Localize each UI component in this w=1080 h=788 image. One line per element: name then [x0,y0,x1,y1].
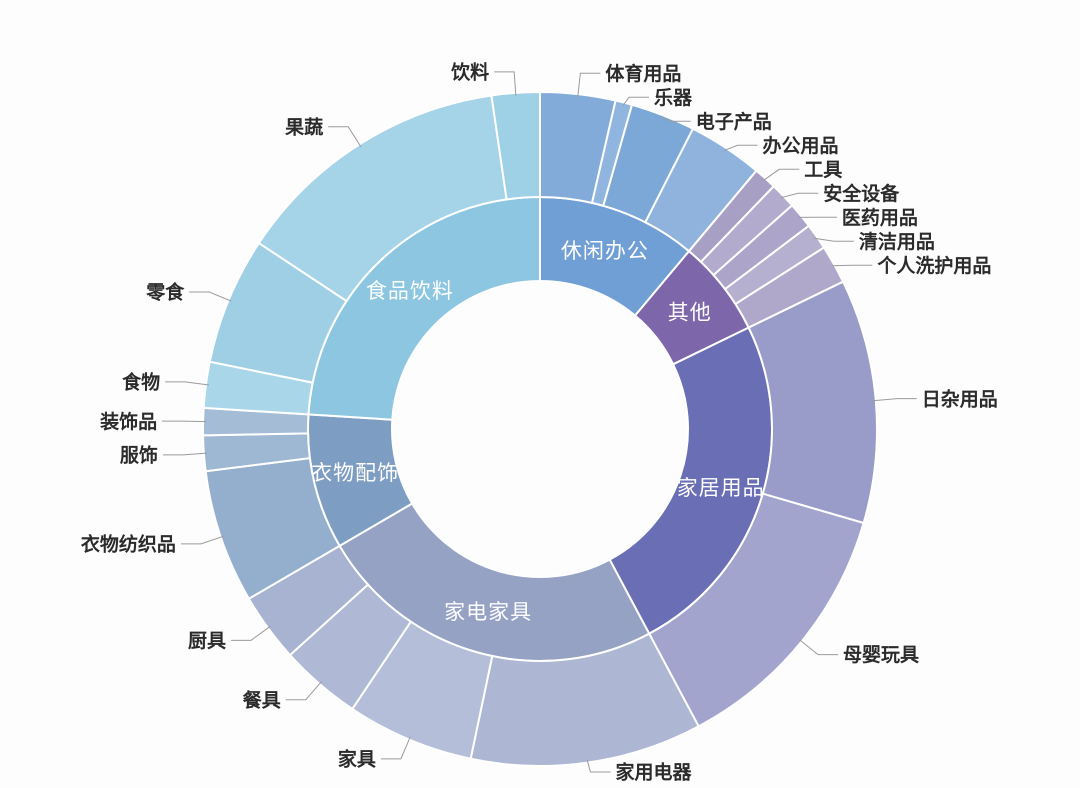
label-leader-line [162,452,207,456]
outer-segment-label: 个人洗护用品 [876,254,991,277]
label-leader-line [180,535,224,545]
label-leader-line [231,625,271,641]
outer-segment-label: 清洁用品 [859,230,935,253]
label-leader-line [328,126,362,148]
outer-segment-label: 电子产品 [696,110,772,133]
label-leader-line [494,71,517,96]
outer-segment-label: 工具 [804,159,842,181]
label-leader-line [162,420,207,423]
outer-segment-label: 家具 [338,748,376,771]
outer-segment-label: 日杂用品 [922,388,998,410]
label-leader-line [165,381,209,386]
outer-segment-label: 厨具 [188,630,226,652]
outer-segment-label: 食物 [122,371,160,394]
label-leader-line [814,237,854,242]
outer-segment-label: 装饰品 [99,410,157,433]
outer-segment-label: 体育用品 [605,62,681,85]
outer-segment-label: 饮料 [450,61,489,84]
label-leader-line [724,144,758,151]
inner-segment-label: 食品饮料 [366,279,454,303]
outer-segment-label: 零食 [145,281,185,304]
label-leader-line [586,759,611,773]
outer-segment-label: 安全设备 [823,182,900,205]
label-leader-line [380,736,411,760]
outer-segment-label: 餐具 [243,688,281,711]
inner-segment-label: 休闲办公 [561,239,649,263]
inner-segment-label: 家电家具 [444,600,532,624]
label-leader-line [577,72,601,98]
outer-segment-label: 衣物纺织品 [81,533,176,556]
label-leader-line [661,117,691,122]
outer-segment-label: 家用电器 [615,761,692,784]
label-leader-line [622,96,650,106]
inner-segment-label: 衣物配饰 [311,461,399,485]
label-leader-line [799,639,838,656]
label-leader-line [189,291,232,302]
inner-segment-label: 家居用品 [677,476,765,500]
label-leader-line [831,264,873,267]
label-leader-line [285,681,322,701]
inner-segment-label: 其他 [668,300,712,324]
outer-segment-label: 乐器 [654,87,693,109]
label-leader-line [872,398,917,402]
outer-segment-label: 办公用品 [762,134,838,157]
outer-segment-label: 果蔬 [284,115,323,138]
outer-segment-饮料[interactable] [490,90,541,201]
label-leader-line [762,168,800,181]
outer-segment-label: 母婴玩具 [843,644,919,666]
outer-segment-label: 医药用品 [842,206,918,229]
label-leader-line [780,192,819,199]
outer-segment-label: 服饰 [120,443,158,466]
